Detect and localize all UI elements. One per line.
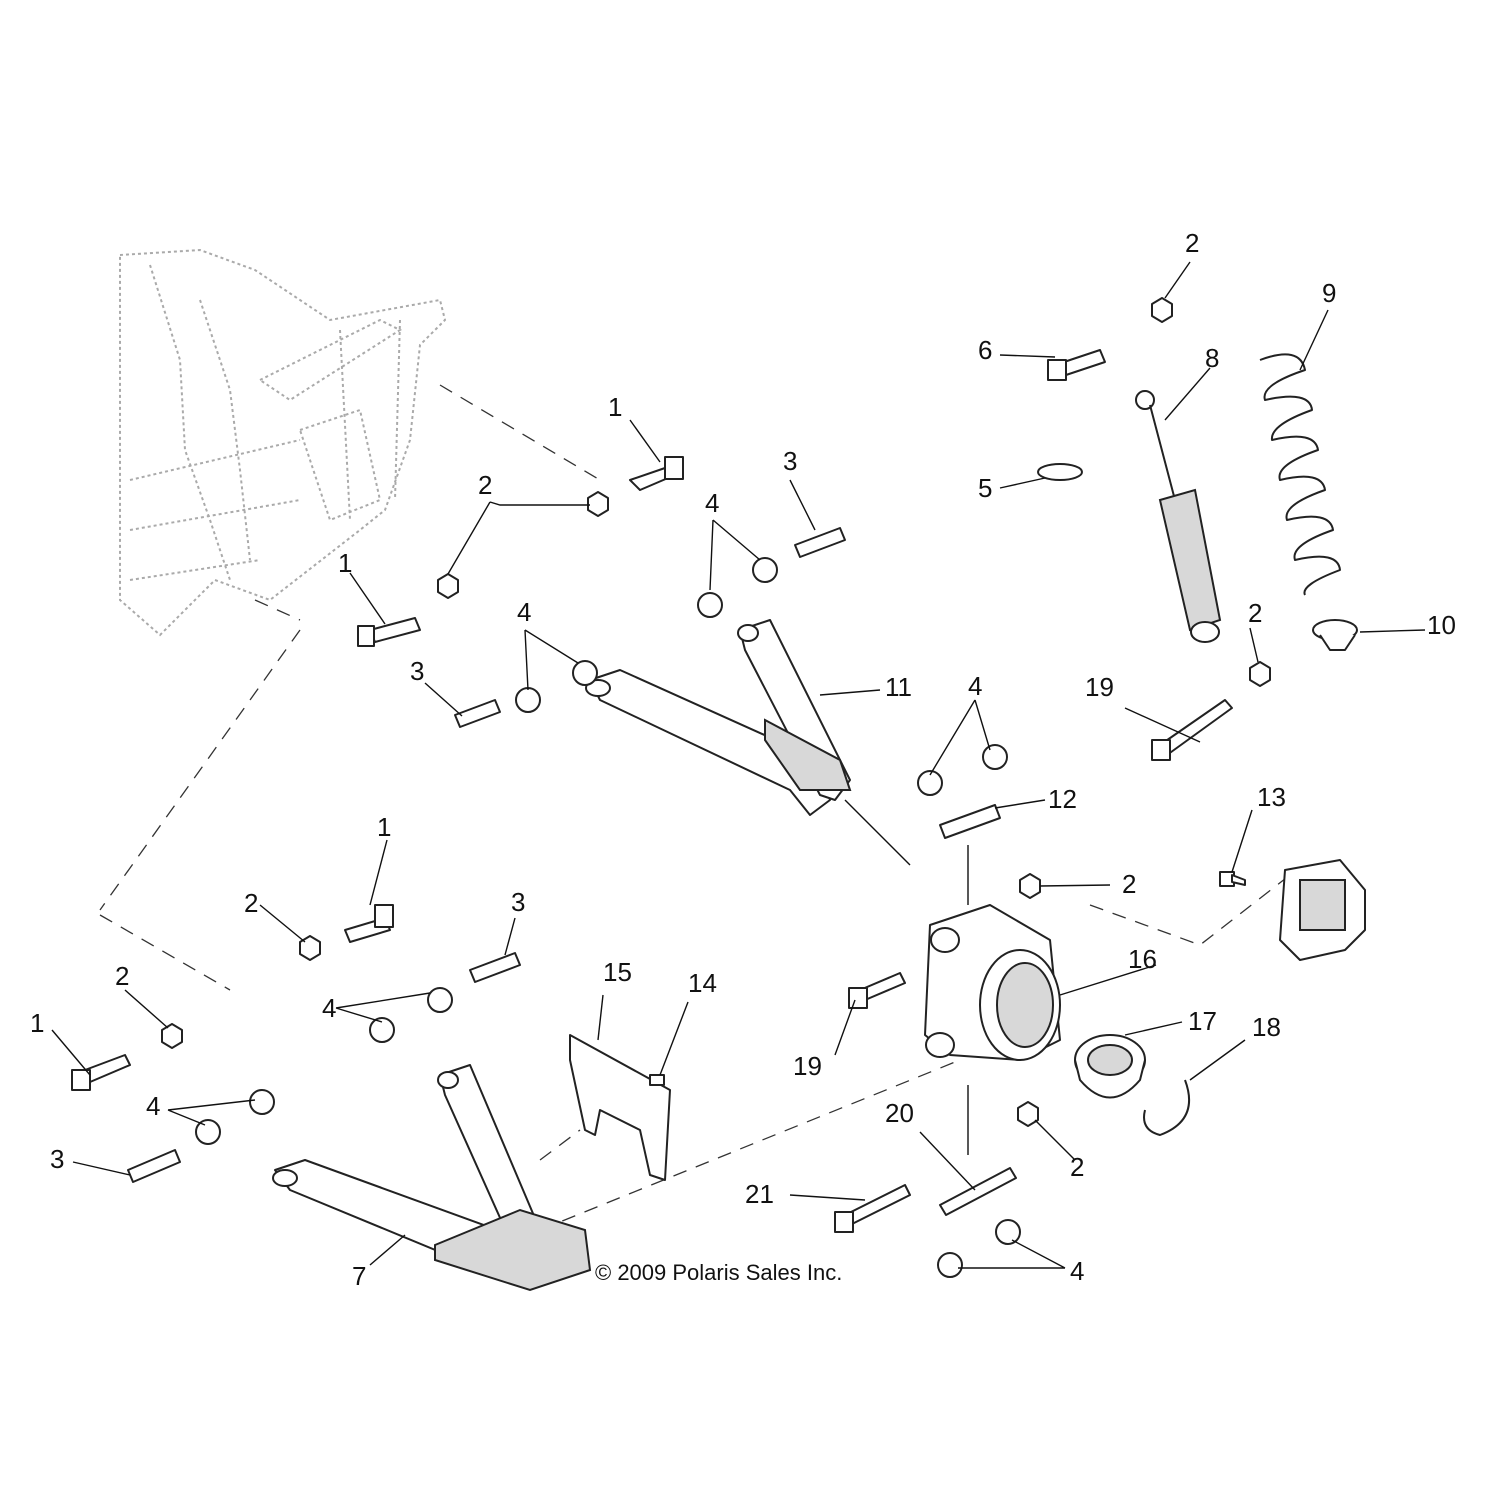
assembly-lines xyxy=(99,384,1291,1231)
copyright-notice: © 2009 Polaris Sales Inc. xyxy=(595,1260,842,1285)
wheel-bearing xyxy=(1074,1034,1146,1099)
callout-4: 4 xyxy=(1070,1256,1084,1286)
shock-absorber xyxy=(1135,390,1222,643)
callout-1: 1 xyxy=(377,812,391,842)
callout-14: 14 xyxy=(688,968,717,998)
callout-19: 19 xyxy=(1085,672,1114,702)
callout-3: 3 xyxy=(50,1144,64,1174)
callout-2: 2 xyxy=(1070,1152,1084,1182)
nuts xyxy=(161,297,1271,1127)
callout-2: 2 xyxy=(478,470,492,500)
callout-1: 1 xyxy=(608,392,622,422)
vehicle-frame-outline xyxy=(119,248,447,637)
callout-8: 8 xyxy=(1205,343,1219,373)
bearing-carrier xyxy=(924,904,1061,1061)
callout-2: 2 xyxy=(1185,228,1199,258)
bushings xyxy=(195,557,1021,1278)
callout-2: 2 xyxy=(115,961,129,991)
callout-3: 3 xyxy=(511,887,525,917)
callout-leaders xyxy=(51,261,1426,1269)
callout-13: 13 xyxy=(1257,782,1286,812)
callout-2: 2 xyxy=(244,888,258,918)
callout-18: 18 xyxy=(1252,1012,1281,1042)
callout-4: 4 xyxy=(322,993,336,1023)
callout-2: 2 xyxy=(1122,869,1136,899)
callout-4: 4 xyxy=(146,1091,160,1121)
pivot-tubes xyxy=(127,527,1017,1216)
callout-7: 7 xyxy=(352,1261,366,1291)
callout-6: 6 xyxy=(978,335,992,365)
callout-21: 21 xyxy=(745,1179,774,1209)
fastener-14 xyxy=(649,1074,665,1086)
callout-1: 1 xyxy=(30,1008,44,1038)
callout-2: 2 xyxy=(1248,598,1262,628)
callout-17: 17 xyxy=(1188,1006,1217,1036)
callout-10: 10 xyxy=(1427,610,1456,640)
callout-4: 4 xyxy=(705,488,719,518)
bolts xyxy=(71,349,1246,1233)
callout-5: 5 xyxy=(978,473,992,503)
coil-spring xyxy=(1259,353,1341,596)
snap-ring xyxy=(1143,1079,1190,1136)
callout-20: 20 xyxy=(885,1098,914,1128)
skid-plate xyxy=(569,1034,671,1181)
callout-11: 11 xyxy=(885,672,912,702)
washer xyxy=(1037,463,1083,481)
callout-19: 19 xyxy=(793,1051,822,1081)
callout-9: 9 xyxy=(1322,278,1336,308)
callout-3: 3 xyxy=(783,446,797,476)
spring-retainer xyxy=(1312,619,1358,651)
callout-3: 3 xyxy=(410,656,424,686)
upper-a-arm xyxy=(585,619,852,816)
callout-12: 12 xyxy=(1048,784,1077,814)
callout-16: 16 xyxy=(1128,944,1157,974)
callout-4: 4 xyxy=(968,671,982,701)
lower-a-arm xyxy=(272,1064,592,1292)
brake-caliper xyxy=(1279,859,1366,961)
callout-15: 15 xyxy=(603,957,632,987)
callout-4: 4 xyxy=(517,597,531,627)
callout-1: 1 xyxy=(338,548,352,578)
